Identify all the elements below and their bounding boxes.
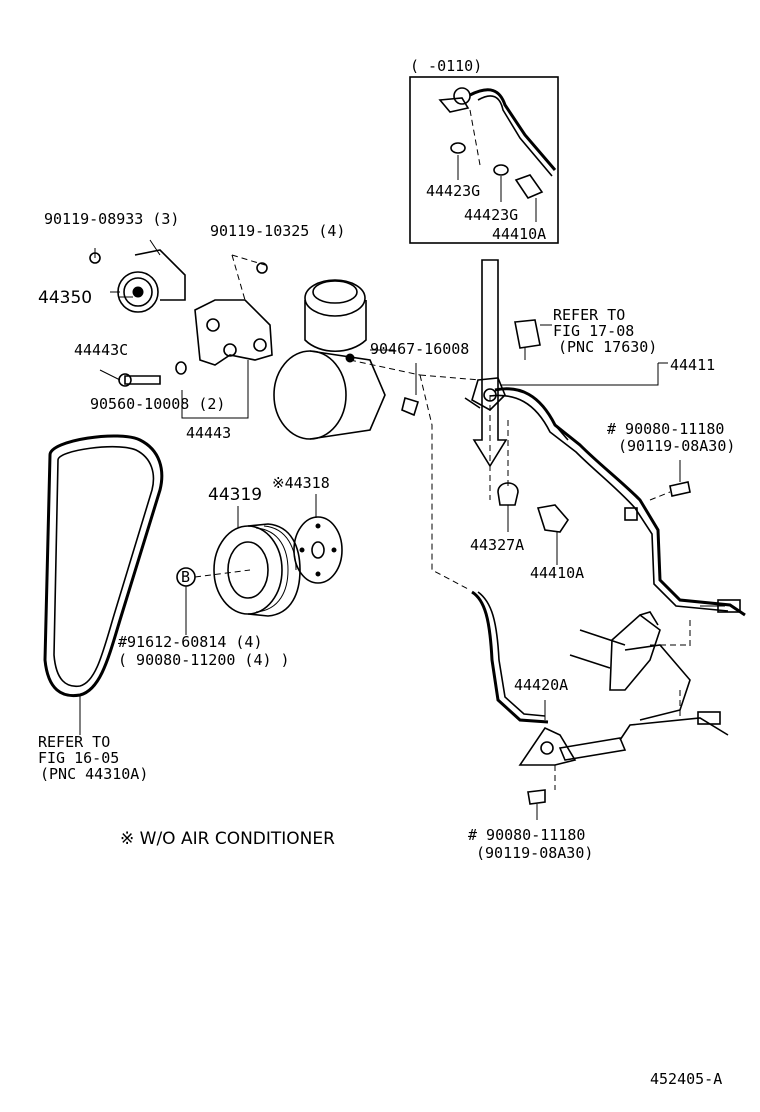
pump-body-icon: [273, 350, 347, 440]
switch-icon: [514, 319, 541, 349]
return-hose: [471, 590, 729, 820]
label-90560-10008: 90560-10008 (2): [90, 395, 225, 413]
label-refer-17-line2: FIG 17-08: [553, 322, 634, 340]
drive-belt: [43, 434, 164, 735]
idler-pulley-assembly: [89, 239, 186, 313]
label-44319: 44319: [208, 485, 262, 505]
label-44443: 44443: [186, 424, 231, 442]
inset-box: ( -0110) 44423G 44423G 44410A: [409, 57, 559, 244]
pressure-hose: [464, 377, 746, 617]
clamp-icon: [401, 396, 419, 417]
label-44350: 44350: [38, 288, 92, 308]
bolt-44443c: [99, 361, 187, 387]
label-90119-08933: 90119-08933 (3): [44, 210, 179, 228]
belt-icon: [43, 434, 164, 698]
inset-part-44410a: 44410A: [492, 225, 546, 243]
crank-pulley: [213, 506, 301, 617]
washer-icon: [450, 142, 466, 154]
label-refer-16-line3: (PNC 44310A): [40, 765, 148, 783]
union-bolt-44410a: [536, 504, 570, 565]
bolt-icon: [124, 375, 161, 385]
note-without-air-conditioner: ※ W/O AIR CONDITIONER: [120, 829, 335, 849]
inset-part-44423g-1: 44423G: [426, 182, 480, 200]
pressure-switch: [514, 319, 552, 360]
label-90119-10325: 90119-10325 (4): [210, 222, 345, 240]
reservoir-cap-icon: [304, 279, 366, 317]
gear-housing-icon: [609, 613, 661, 691]
washer-icon: [493, 164, 509, 176]
inset-arrow-icon: [472, 259, 508, 468]
union-bolt-icon: [536, 504, 570, 533]
label-refer-16-line2: FIG 16-05: [38, 749, 119, 767]
label-91612-60814: #91612-60814 (4): [118, 633, 263, 651]
label-90080-11180-upper: # 90080-11180: [607, 420, 724, 438]
bolt-icon: [669, 481, 691, 497]
label-refer-16-line1: REFER TO: [38, 733, 110, 751]
figure-id: 452405-A: [650, 1070, 722, 1088]
label-90080-11180-lower: # 90080-11180: [468, 826, 585, 844]
inset-part-44423g-2: 44423G: [464, 206, 518, 224]
pulley-plate: [293, 494, 343, 584]
inset-label: ( -0110): [410, 57, 482, 75]
label-44420a: 44420A: [514, 676, 568, 694]
label-90080-11200: ( 90080-11200 (4) ): [118, 651, 290, 669]
bracket-44443: [194, 254, 273, 366]
bolt-right-upper: [649, 460, 691, 501]
callout-b-label: B: [181, 568, 190, 586]
label-44443c: 44443C: [74, 341, 128, 359]
steering-gear: [569, 611, 691, 721]
label-refer-17-line3: (PNC 17630): [558, 338, 657, 356]
clip-icon: [497, 482, 519, 506]
label-90119-08a30-upper: (90119-08A30): [618, 437, 735, 455]
bracket-icon: [194, 299, 273, 366]
label-44327a: 44327A: [470, 536, 524, 554]
label-44410a-lower: 44410A: [530, 564, 584, 582]
label-90467-16008: 90467-16008: [370, 340, 469, 358]
pump-reservoir: [273, 279, 421, 440]
bolt-icon: [527, 789, 546, 805]
label-refer-17-line1: REFER TO: [553, 306, 625, 324]
label-90119-08a30-lower: (90119-08A30): [476, 844, 593, 862]
label-44318: ※44318: [272, 474, 330, 492]
union-bolt-icon: [514, 174, 544, 199]
nut-icon: [175, 361, 187, 375]
plate-icon: [293, 516, 343, 584]
label-44411: 44411: [670, 356, 715, 374]
